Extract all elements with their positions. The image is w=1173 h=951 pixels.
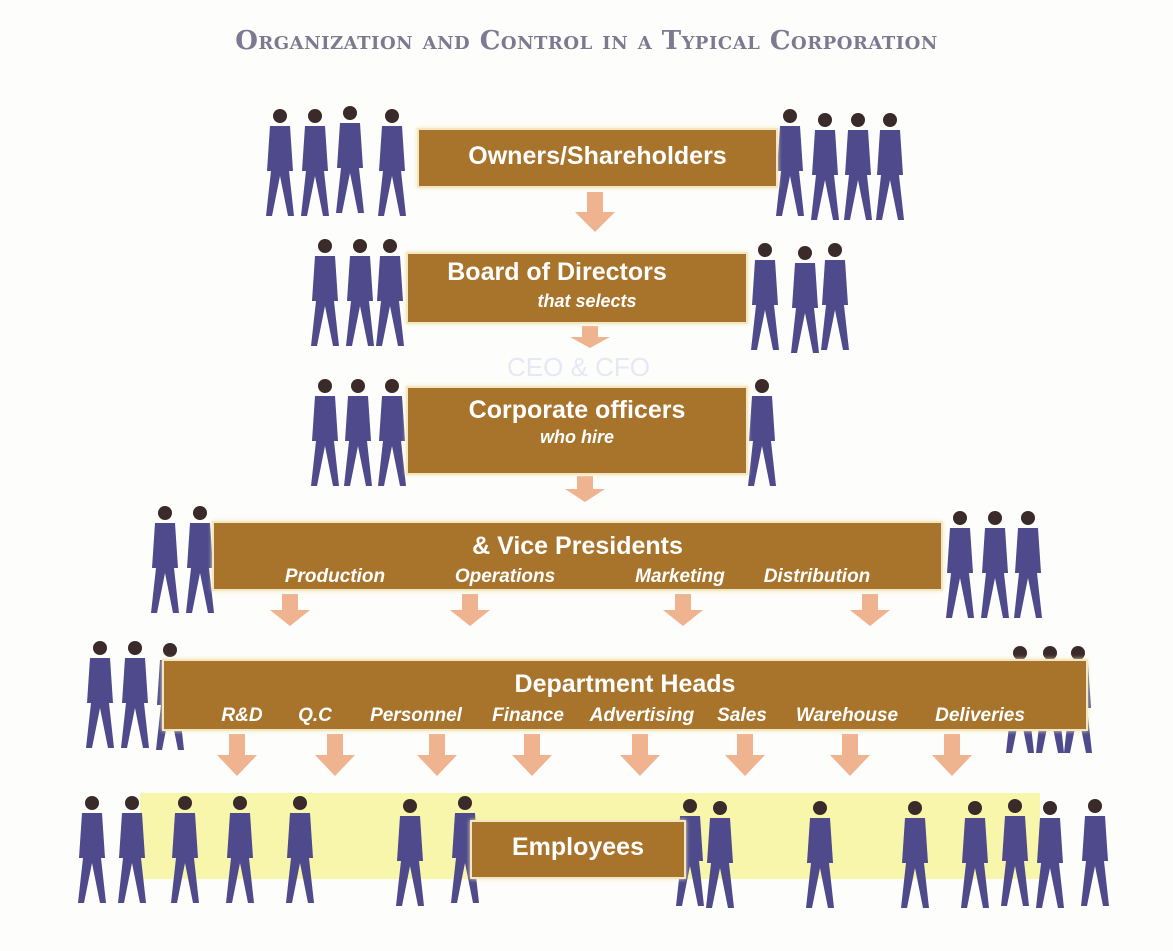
officers-sub: who hire bbox=[539, 427, 614, 447]
person-figure bbox=[1081, 799, 1109, 906]
vp-operations: Operations bbox=[454, 566, 556, 587]
person-figure bbox=[806, 801, 834, 908]
down-arrow-icon bbox=[417, 734, 457, 776]
vp-marketing: Marketing bbox=[635, 566, 725, 587]
person-figure bbox=[311, 239, 339, 346]
owners-box: Owners/Shareholders bbox=[417, 128, 778, 188]
person-figure bbox=[946, 511, 974, 618]
person-figure bbox=[378, 379, 406, 486]
person-figure bbox=[901, 801, 929, 908]
down-arrow-icon bbox=[663, 594, 703, 626]
dept-deliveries: Deliveries bbox=[935, 705, 1025, 726]
person-figure bbox=[1014, 511, 1042, 618]
down-arrow-icon bbox=[830, 734, 870, 776]
down-arrow-icon bbox=[315, 734, 355, 776]
owners-label: Owners/Shareholders bbox=[468, 142, 727, 170]
employees-box: Employees bbox=[470, 820, 686, 879]
vps-label: & Vice Presidents bbox=[472, 532, 683, 560]
person-figure bbox=[311, 379, 339, 486]
person-figure bbox=[748, 379, 776, 486]
person-figure bbox=[706, 801, 734, 908]
vp-distribution: Distribution bbox=[763, 566, 871, 587]
person-figure bbox=[344, 379, 372, 486]
person-figure bbox=[396, 799, 424, 906]
dept-sales: Sales bbox=[717, 705, 767, 726]
down-arrow-icon bbox=[620, 734, 660, 776]
person-figure bbox=[151, 506, 179, 613]
employees-label: Employees bbox=[511, 833, 644, 861]
person-figure bbox=[981, 511, 1009, 618]
down-arrow-icon bbox=[932, 734, 972, 776]
person-figure bbox=[776, 109, 804, 216]
person-figure bbox=[751, 243, 779, 350]
dept-warehouse: Warehouse bbox=[795, 705, 899, 726]
diagram-title: Organization and Control in a Typical Co… bbox=[235, 26, 938, 56]
dept-heads-box: Department Heads bbox=[162, 659, 1088, 731]
vp-production: Production bbox=[284, 566, 386, 587]
person-figure bbox=[266, 109, 294, 216]
down-arrow-icon bbox=[725, 734, 765, 776]
dept-rd: R&D bbox=[221, 705, 263, 726]
board-box: Board of Directors that selects bbox=[406, 252, 748, 324]
down-arrow-icon bbox=[565, 476, 605, 502]
person-figure bbox=[226, 796, 254, 903]
dept-personnel: Personnel bbox=[370, 705, 462, 726]
person-figure bbox=[86, 641, 114, 748]
down-arrow-icon bbox=[512, 734, 552, 776]
vps-box: & Vice Presidents bbox=[212, 521, 943, 591]
person-figure bbox=[844, 113, 872, 220]
dept-advertising: Advertising bbox=[589, 705, 695, 726]
ceo-cfo-label: CEO & CFO bbox=[507, 352, 651, 382]
person-figure bbox=[171, 796, 199, 903]
person-figure bbox=[78, 796, 106, 903]
down-arrow-icon bbox=[570, 326, 610, 348]
person-figure bbox=[336, 106, 364, 213]
down-arrow-icon bbox=[575, 192, 615, 232]
down-arrow-icon bbox=[450, 594, 490, 626]
person-figure bbox=[1001, 799, 1029, 906]
officers-label: Corporate officers bbox=[468, 396, 686, 424]
person-figure bbox=[121, 641, 149, 748]
board-sub: that selects bbox=[537, 291, 637, 311]
person-figure bbox=[346, 239, 374, 346]
officers-box: Corporate officers who hire bbox=[406, 386, 748, 475]
down-arrow-icon bbox=[270, 594, 310, 626]
down-arrow-icon bbox=[217, 734, 257, 776]
person-figure bbox=[378, 109, 406, 216]
person-figure bbox=[286, 796, 314, 903]
person-figure bbox=[376, 239, 404, 346]
dept-qc: Q.C bbox=[298, 705, 332, 726]
person-figure bbox=[186, 506, 214, 613]
board-label: Board of Directors bbox=[447, 258, 667, 286]
dept-finance: Finance bbox=[492, 705, 564, 726]
person-figure bbox=[1036, 801, 1064, 908]
person-figure bbox=[961, 801, 989, 908]
person-figure bbox=[118, 796, 146, 903]
person-figure bbox=[876, 113, 904, 220]
person-figure bbox=[821, 243, 849, 350]
person-figure bbox=[811, 113, 839, 220]
person-figure bbox=[791, 246, 819, 353]
dept-heads-label: Department Heads bbox=[514, 670, 736, 698]
down-arrow-icon bbox=[850, 594, 890, 626]
person-figure bbox=[301, 109, 329, 216]
